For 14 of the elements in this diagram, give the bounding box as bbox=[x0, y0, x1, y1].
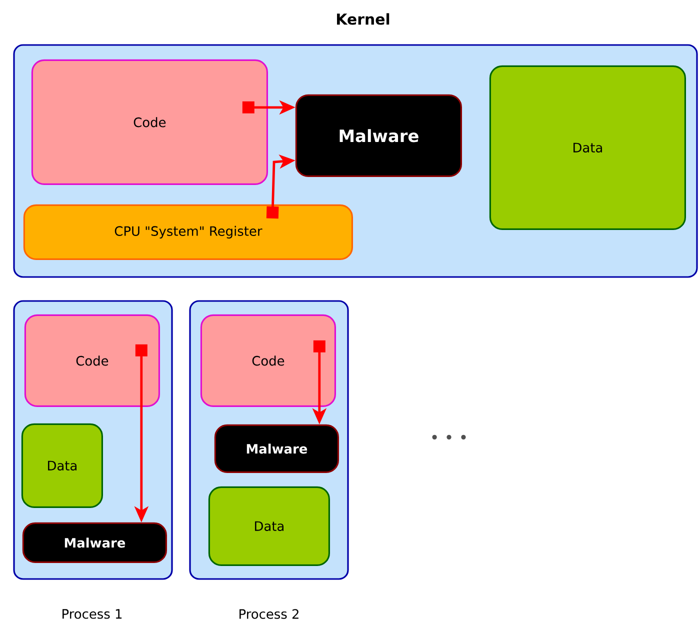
code-box: Code bbox=[31, 59, 268, 185]
data-box: Data bbox=[21, 423, 103, 508]
malware-box: Malware bbox=[295, 94, 462, 177]
node-label: Process 1 bbox=[62, 609, 122, 619]
malware-box: Malware bbox=[22, 522, 167, 563]
node-label: Process 2 bbox=[240, 609, 298, 619]
code-box: Code bbox=[200, 314, 336, 407]
data-box: Data bbox=[208, 486, 330, 566]
ellipsis: • • • bbox=[432, 434, 466, 440]
code-box: Code bbox=[24, 314, 160, 407]
node-label: Kernel bbox=[337, 13, 390, 25]
malware-box: Malware bbox=[214, 424, 339, 473]
register-box: CPU "System" Register bbox=[23, 204, 353, 260]
data-box: Data bbox=[489, 65, 686, 230]
